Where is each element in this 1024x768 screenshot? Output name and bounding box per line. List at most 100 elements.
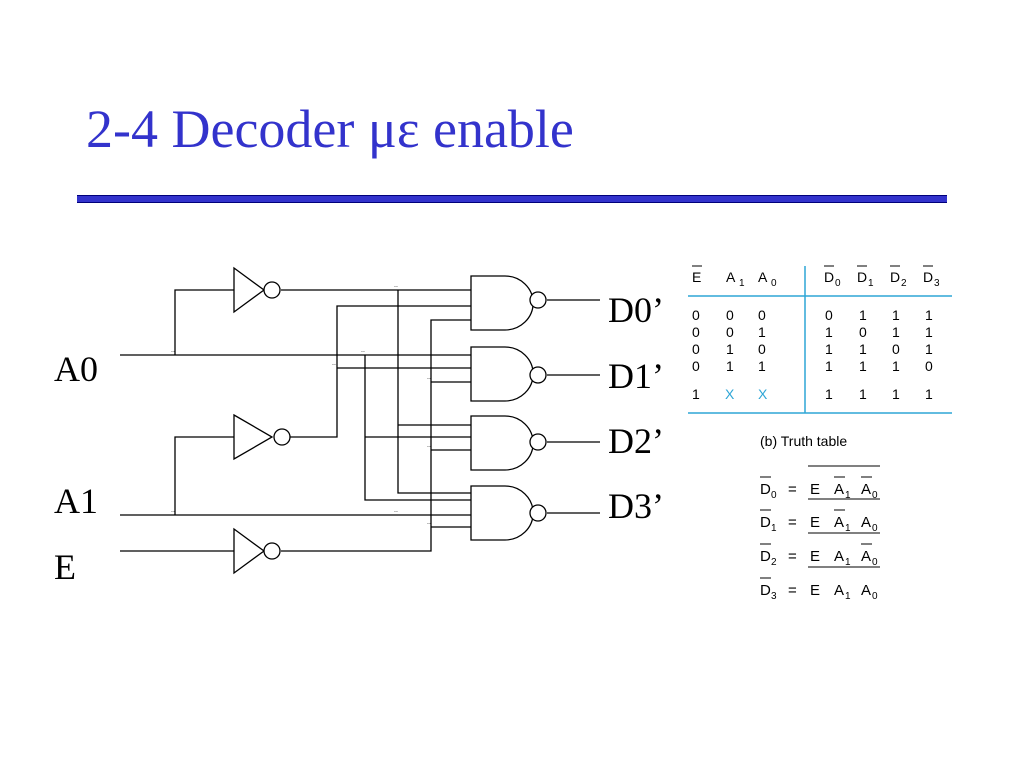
output-label-d2: D2’ bbox=[608, 421, 664, 461]
svg-text:1: 1 bbox=[868, 278, 874, 289]
svg-text:0: 0 bbox=[872, 490, 878, 501]
svg-text:D: D bbox=[923, 269, 933, 285]
title-rule bbox=[77, 195, 947, 203]
svg-text:E: E bbox=[810, 548, 820, 565]
svg-text:=: = bbox=[788, 582, 797, 599]
svg-text:0: 0 bbox=[872, 557, 878, 568]
svg-text:0: 0 bbox=[758, 341, 766, 357]
svg-text:1: 1 bbox=[845, 557, 851, 568]
svg-text:..: .. bbox=[394, 282, 398, 289]
junction-marks: .. .. .. .. .. .. .. .. .. bbox=[171, 282, 431, 526]
nand-gate-d3 bbox=[470, 485, 547, 541]
svg-text:1: 1 bbox=[825, 386, 833, 402]
input-label-a1: A1 bbox=[54, 481, 98, 521]
svg-text:1: 1 bbox=[845, 490, 851, 501]
svg-text:A: A bbox=[758, 269, 768, 285]
not-gate-e bbox=[233, 527, 281, 575]
svg-text:0: 0 bbox=[692, 358, 700, 374]
svg-text:1: 1 bbox=[892, 307, 900, 323]
svg-text:D: D bbox=[760, 514, 771, 531]
output-label-d0: D0’ bbox=[608, 290, 664, 330]
svg-text:E: E bbox=[810, 514, 820, 531]
svg-text:0: 0 bbox=[892, 341, 900, 357]
svg-text:1: 1 bbox=[925, 386, 933, 402]
table-row: 0 1 0 1 1 0 1 bbox=[692, 341, 933, 357]
svg-text:..: .. bbox=[332, 360, 336, 367]
circuit: A0 A1 E D0’ D1’ D2’ D3’ bbox=[54, 266, 664, 587]
svg-text:0: 0 bbox=[835, 278, 841, 289]
svg-text:1: 1 bbox=[692, 386, 700, 402]
svg-text:E: E bbox=[810, 481, 820, 498]
svg-text:E: E bbox=[692, 269, 701, 285]
svg-text:A: A bbox=[834, 582, 844, 599]
slide-title: 2-4 Decoder με enable bbox=[86, 99, 574, 159]
svg-text:3: 3 bbox=[771, 591, 777, 602]
svg-text:3: 3 bbox=[934, 278, 940, 289]
svg-text:A: A bbox=[861, 582, 871, 599]
svg-text:0: 0 bbox=[872, 523, 878, 534]
svg-text:0: 0 bbox=[692, 324, 700, 340]
svg-text:=: = bbox=[788, 548, 797, 565]
svg-text:0: 0 bbox=[859, 324, 867, 340]
svg-text:1: 1 bbox=[859, 307, 867, 323]
svg-text:1: 1 bbox=[892, 386, 900, 402]
equation-d2: D 2 = E A 1 A 0 bbox=[760, 532, 880, 568]
svg-text:0: 0 bbox=[692, 341, 700, 357]
svg-text:A: A bbox=[861, 548, 871, 565]
svg-text:0: 0 bbox=[758, 307, 766, 323]
svg-text:X: X bbox=[725, 386, 735, 402]
svg-text:..: .. bbox=[427, 374, 431, 381]
svg-text:A: A bbox=[834, 481, 844, 498]
svg-text:1: 1 bbox=[825, 324, 833, 340]
svg-text:1: 1 bbox=[825, 341, 833, 357]
svg-text:0: 0 bbox=[925, 358, 933, 374]
svg-text:1: 1 bbox=[925, 324, 933, 340]
svg-text:0: 0 bbox=[771, 490, 777, 501]
output-equations: D 0 = E A 1 A 0 D 1 = E A 1 A 0 bbox=[760, 465, 880, 602]
svg-text:A: A bbox=[726, 269, 736, 285]
svg-text:1: 1 bbox=[859, 341, 867, 357]
svg-text:D: D bbox=[760, 548, 771, 565]
svg-text:=: = bbox=[788, 481, 797, 498]
svg-text:..: .. bbox=[427, 519, 431, 526]
truth-table-header: E A 1 A 0 D 0 D 1 D 2 D 3 bbox=[692, 265, 940, 289]
svg-text:1: 1 bbox=[845, 591, 851, 602]
svg-text:0: 0 bbox=[726, 307, 734, 323]
nand-gate-d0 bbox=[470, 275, 547, 331]
svg-text:1: 1 bbox=[925, 341, 933, 357]
svg-text:1: 1 bbox=[859, 358, 867, 374]
svg-text:D: D bbox=[760, 481, 771, 498]
svg-text:1: 1 bbox=[892, 324, 900, 340]
output-label-d3: D3’ bbox=[608, 486, 664, 526]
truth-table-caption: (b) Truth table bbox=[760, 433, 847, 449]
svg-text:1: 1 bbox=[925, 307, 933, 323]
svg-text:0: 0 bbox=[872, 591, 878, 602]
svg-text:D: D bbox=[760, 582, 771, 599]
input-label-a0: A0 bbox=[54, 349, 98, 389]
not-gate-a0 bbox=[233, 266, 281, 314]
svg-text:..: .. bbox=[427, 442, 431, 449]
svg-text:1: 1 bbox=[845, 523, 851, 534]
nand-gate-d1 bbox=[470, 346, 547, 402]
truth-table: E A 1 A 0 D 0 D 1 D 2 D 3 0 0 0 bbox=[688, 265, 952, 449]
equation-d3: D 3 = E A 1 A 0 bbox=[760, 566, 880, 602]
wires bbox=[120, 289, 600, 552]
equation-d0: D 0 = E A 1 A 0 bbox=[760, 465, 880, 501]
svg-text:1: 1 bbox=[726, 358, 734, 374]
not-gate-a1 bbox=[233, 413, 291, 461]
svg-text:..: .. bbox=[171, 507, 175, 514]
svg-text:E: E bbox=[810, 582, 820, 599]
input-label-e: E bbox=[54, 547, 76, 587]
table-row: 1 X X 1 1 1 1 bbox=[692, 386, 933, 402]
svg-text:A: A bbox=[861, 514, 871, 531]
svg-text:D: D bbox=[824, 269, 834, 285]
svg-text:1: 1 bbox=[758, 358, 766, 374]
svg-text:1: 1 bbox=[726, 341, 734, 357]
svg-text:X: X bbox=[758, 386, 768, 402]
svg-text:1: 1 bbox=[892, 358, 900, 374]
svg-text:0: 0 bbox=[726, 324, 734, 340]
svg-text:0: 0 bbox=[692, 307, 700, 323]
svg-text:..: .. bbox=[394, 507, 398, 514]
svg-text:1: 1 bbox=[859, 386, 867, 402]
